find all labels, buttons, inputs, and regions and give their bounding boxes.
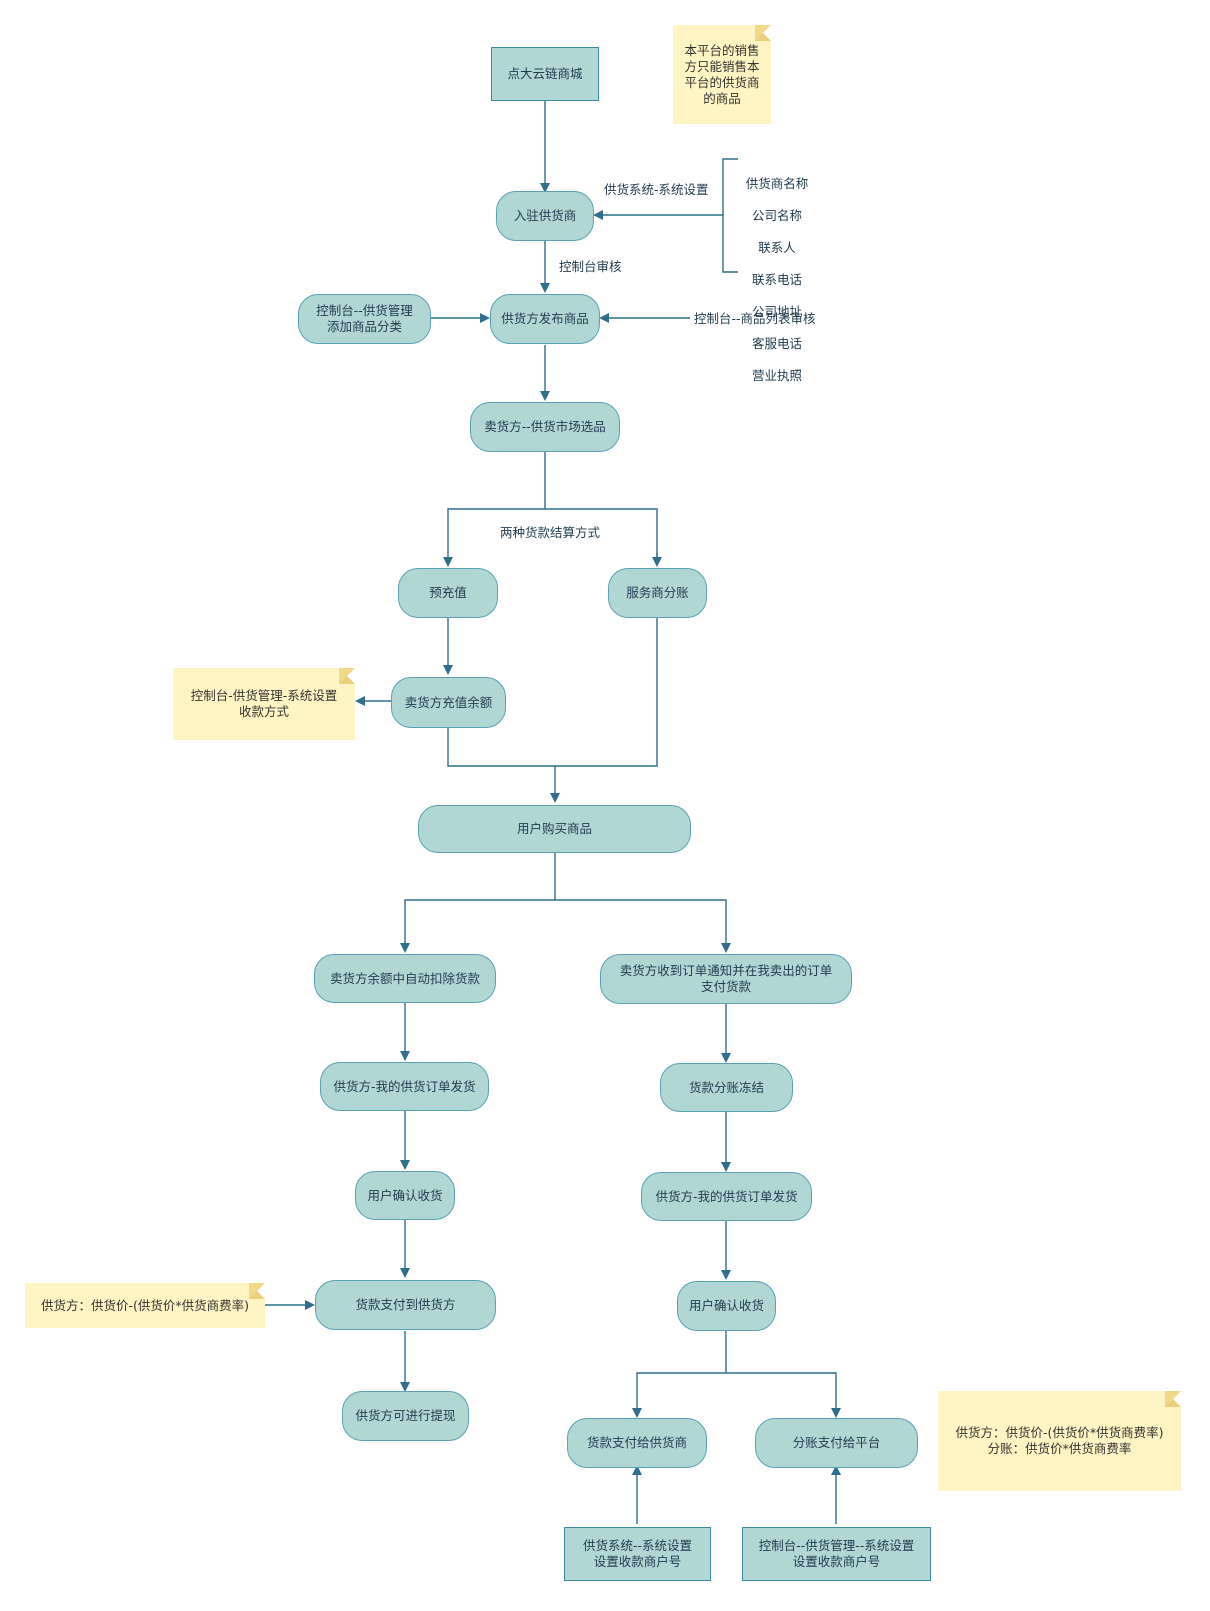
node-prepay[interactable]: 预充值 [398, 568, 498, 618]
supplier-field-item: 供货商名称 [745, 176, 809, 191]
node-user-buy[interactable]: 用户购买商品 [418, 805, 691, 853]
note-fold-icon [1165, 1391, 1181, 1407]
edge-confirm-to-branch [632, 1331, 727, 1418]
note-fold-icon [249, 1283, 265, 1299]
node-console-supply-account[interactable]: 控制台--供货管理--系统设置 设置收款商户号 [742, 1527, 931, 1581]
supplier-fields-list: 供货商名称 公司名称 联系人 联系电话 公司地址 客服电话 营业执照 [740, 160, 814, 400]
note-platform-rule: 本平台的销售 方只能销售本 平台的供货商 的商品 [673, 25, 771, 124]
supplier-field-item: 营业执照 [751, 368, 802, 383]
node-console-add-category[interactable]: 控制台--供货管理 添加商品分类 [298, 294, 431, 344]
note-payment-method-text: 控制台-供货管理-系统设置 收款方式 [190, 688, 338, 719]
note-platform-rule-text: 本平台的销售 方只能销售本 平台的供货商 的商品 [684, 42, 760, 106]
supplier-field-item: 公司名称 [751, 208, 802, 223]
note-left-formula-text: 供货方：供货价-(供货价*供货商费率) [40, 1297, 249, 1313]
node-pay-to-supplier[interactable]: 货款支付给供货商 [567, 1418, 707, 1468]
note-right-formula-text: 供货方：供货价-(供货价*供货商费率) 分账：供货价*供货商费率 [955, 1425, 1164, 1456]
node-split-to-platform[interactable]: 分账支付给平台 [755, 1418, 918, 1468]
node-right-supplier-ship[interactable]: 供货方-我的供货订单发货 [641, 1172, 812, 1221]
node-payment-freeze[interactable]: 货款分账冻结 [660, 1063, 793, 1112]
edge-buy-to-deduct [400, 851, 556, 953]
node-supplier-publish[interactable]: 供货方发布商品 [490, 294, 600, 344]
node-split-service[interactable]: 服务商分账 [608, 568, 707, 618]
node-auto-deduct[interactable]: 卖货方余额中自动扣除货款 [314, 954, 496, 1003]
node-supply-system-account[interactable]: 供货系统--系统设置 设置收款商户号 [564, 1527, 711, 1581]
node-mall[interactable]: 点大云链商城 [491, 47, 599, 101]
label-supply-settings: 供货系统-系统设置 [604, 182, 709, 197]
edge-select-to-prepay [443, 452, 546, 567]
node-left-user-confirm[interactable]: 用户确认收货 [355, 1171, 455, 1220]
edge-select-to-split [545, 508, 658, 565]
label-product-list-review: 控制台--商品列表审核 [694, 311, 816, 326]
edge-split-to-buy [555, 618, 658, 767]
supplier-field-item: 公司地址 [751, 304, 802, 319]
note-left-formula: 供货方：供货价-(供货价*供货商费率) [25, 1283, 265, 1328]
node-order-notify-pay[interactable]: 卖货方收到订单通知并在我卖出的订单 支付货款 [600, 954, 852, 1004]
note-fold-icon [339, 668, 355, 684]
label-console-review: 控制台审核 [559, 259, 622, 274]
note-payment-method: 控制台-供货管理-系统设置 收款方式 [173, 668, 355, 740]
node-left-pay-supplier[interactable]: 货款支付到供货方 [315, 1280, 496, 1330]
node-supplier-withdraw[interactable]: 供货方可进行提现 [342, 1391, 469, 1441]
edge-buy-to-notify [555, 899, 731, 953]
supplier-field-item: 客服电话 [751, 336, 802, 351]
edge-confirm-to-platform [726, 1372, 841, 1418]
note-right-formula: 供货方：供货价-(供货价*供货商费率) 分账：供货价*供货商费率 [938, 1391, 1181, 1491]
supplier-field-item: 联系人 [758, 240, 796, 255]
node-seller-select[interactable]: 卖货方--供货市场选品 [470, 402, 620, 452]
node-seller-recharge-balance[interactable]: 卖货方充值余额 [391, 677, 506, 728]
edge-recharge-to-buy [447, 728, 560, 803]
node-join-supplier[interactable]: 入驻供货商 [496, 191, 594, 241]
node-left-supplier-ship[interactable]: 供货方-我的供货订单发货 [320, 1062, 489, 1111]
supplier-field-item: 联系电话 [751, 272, 802, 287]
label-two-settlement: 两种货款结算方式 [500, 525, 601, 540]
note-fold-icon [755, 25, 771, 41]
node-right-user-confirm[interactable]: 用户确认收货 [677, 1281, 776, 1331]
fields-bracket [722, 158, 738, 273]
